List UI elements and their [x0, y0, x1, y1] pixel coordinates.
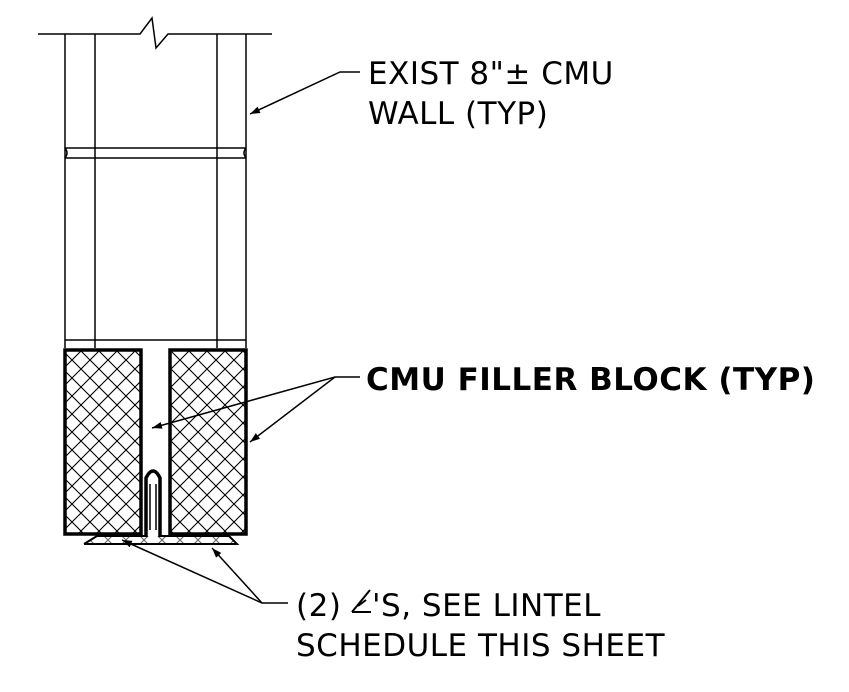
leader-filler — [151, 376, 360, 443]
existing-cmu-wall — [64, 34, 247, 348]
cmu-filler-block-right — [168, 348, 248, 536]
lintel-note-line1: 'S, SEE LINTEL — [372, 588, 601, 624]
wall-note-line2: WALL (TYP) — [368, 96, 548, 132]
leader-wall — [249, 71, 360, 115]
wall-note-line1: EXIST 8"± CMU — [368, 56, 614, 92]
lintel-note-line2: SCHEDULE THIS SHEET — [296, 628, 666, 664]
filler-note: CMU FILLER BLOCK (TYP) — [366, 362, 815, 398]
break-line — [38, 16, 272, 50]
leader-lintel — [121, 539, 288, 604]
lintel-note-prefix: (2) — [296, 588, 341, 624]
steel-angle-lintel — [83, 469, 240, 545]
angle-steel-icon — [351, 589, 371, 613]
cmu-filler-block-left — [63, 348, 143, 536]
